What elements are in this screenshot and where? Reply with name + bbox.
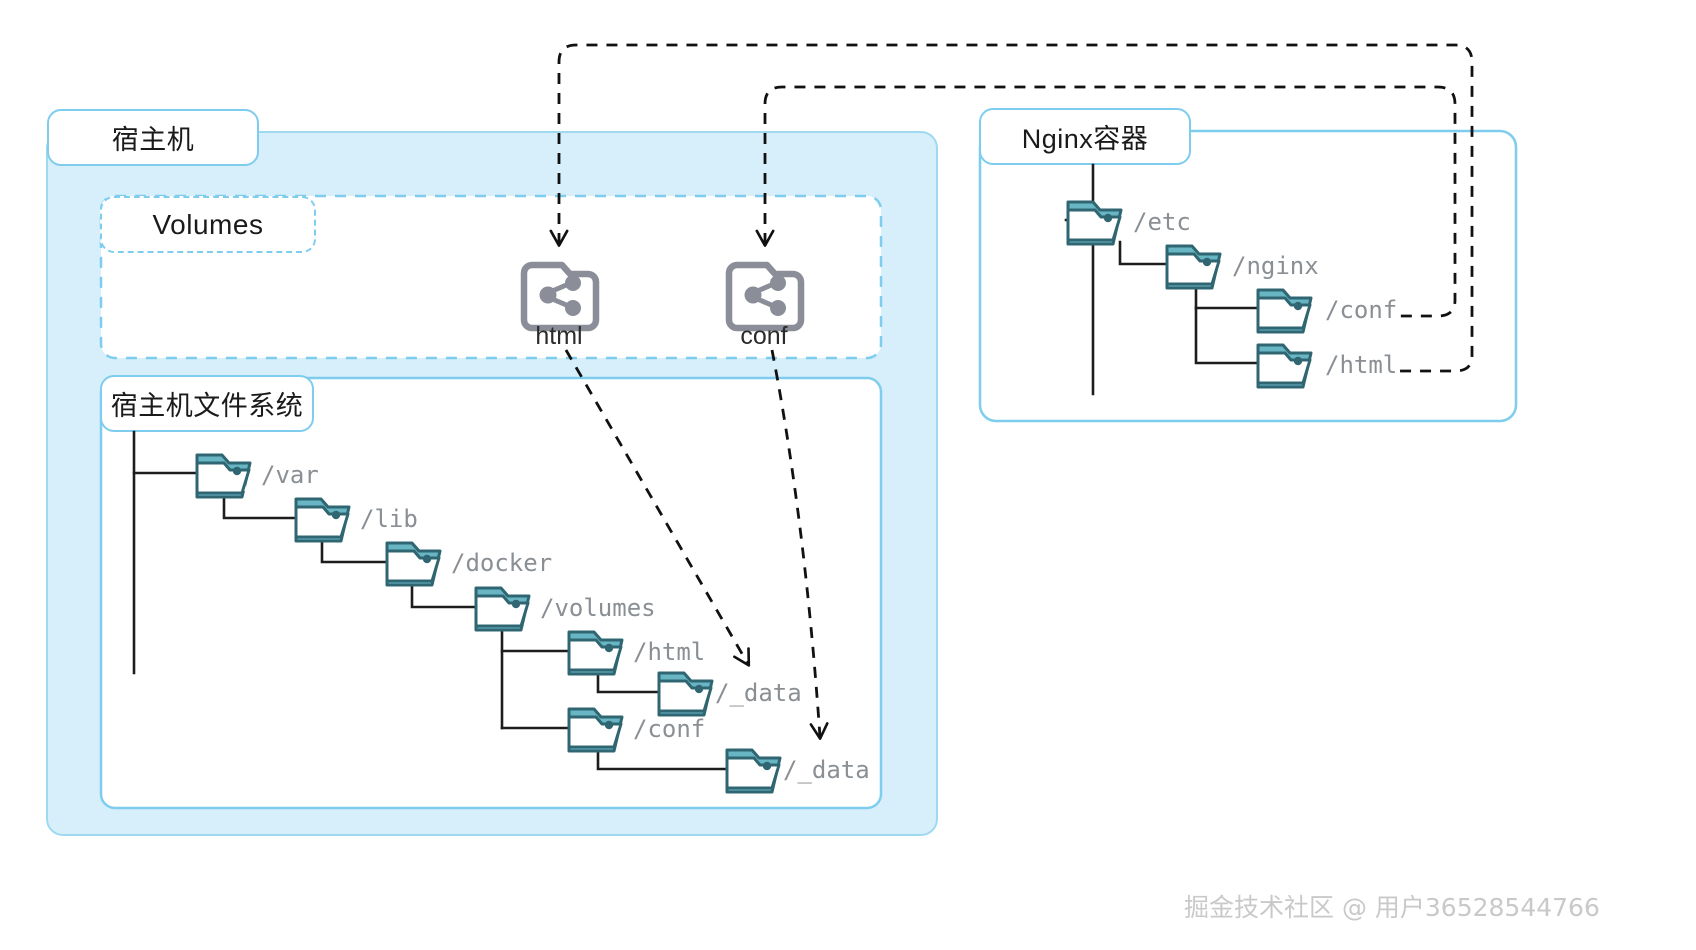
- host-title-label: 宿主机: [111, 125, 195, 155]
- watermark-text: 掘金技术社区 @ 用户36528544766: [1184, 893, 1600, 922]
- share-caption-html: html: [509, 322, 609, 351]
- shared-folder-icon-conf[interactable]: [725, 261, 805, 332]
- mount-line-html-to-hostfs: [564, 349, 751, 667]
- host-path-docker: /docker: [451, 549, 553, 577]
- folder-icon-lib: [294, 497, 351, 543]
- folder-icon-etc: [1066, 200, 1123, 246]
- folder-icon-html-data: [657, 671, 714, 717]
- shared-folder-icon-html[interactable]: [520, 261, 600, 332]
- folder-icon-nginx: [1165, 244, 1222, 290]
- folder-icon-container-html: [1256, 343, 1313, 389]
- host-path-conf: /conf: [633, 715, 706, 743]
- host-title-pill: 宿主机: [47, 109, 259, 166]
- share-caption-conf: conf: [714, 322, 814, 351]
- volumes-title-pill: Volumes: [100, 196, 316, 253]
- folder-icon-conf-data: [725, 748, 782, 794]
- host-fs-title-pill: 宿主机文件系统: [100, 375, 314, 432]
- host-path-conf-data: /_data: [783, 756, 870, 784]
- folder-icon-container-conf: [1256, 288, 1313, 334]
- host-fs-title-label: 宿主机文件系统: [110, 391, 304, 421]
- folder-icons-container: [1066, 200, 1313, 389]
- container-path-etc: /etc: [1133, 208, 1191, 236]
- container-title-pill: Nginx容器: [979, 108, 1191, 165]
- folder-icon-docker: [385, 541, 442, 587]
- host-path-html: /html: [633, 638, 706, 666]
- host-path-volumes: /volumes: [540, 594, 656, 622]
- share-label-conf: conf: [740, 322, 788, 350]
- folder-icon-conf: [567, 707, 624, 753]
- mount-line-conf-to-container: [755, 85, 1457, 318]
- folder-icon-html: [567, 630, 624, 676]
- folder-icon-volumes: [474, 586, 531, 632]
- host-path-var: /var: [261, 461, 319, 489]
- container-path-conf: /conf: [1325, 296, 1398, 324]
- host-path-html-data: /_data: [715, 679, 802, 707]
- container-panel: [978, 129, 1518, 423]
- folder-icon-var: [195, 453, 252, 499]
- volumes-title-label: Volumes: [152, 208, 264, 240]
- host-path-lib: /lib: [360, 505, 418, 533]
- share-label-html: html: [535, 322, 583, 350]
- container-title-label: Nginx容器: [1021, 124, 1149, 154]
- container-path-html: /html: [1325, 351, 1398, 379]
- mount-line-conf-to-hostfs: [770, 349, 829, 740]
- container-path-nginx: /nginx: [1232, 252, 1319, 280]
- folder-icons-host: [195, 453, 782, 794]
- mount-line-html-to-container: [549, 43, 1474, 373]
